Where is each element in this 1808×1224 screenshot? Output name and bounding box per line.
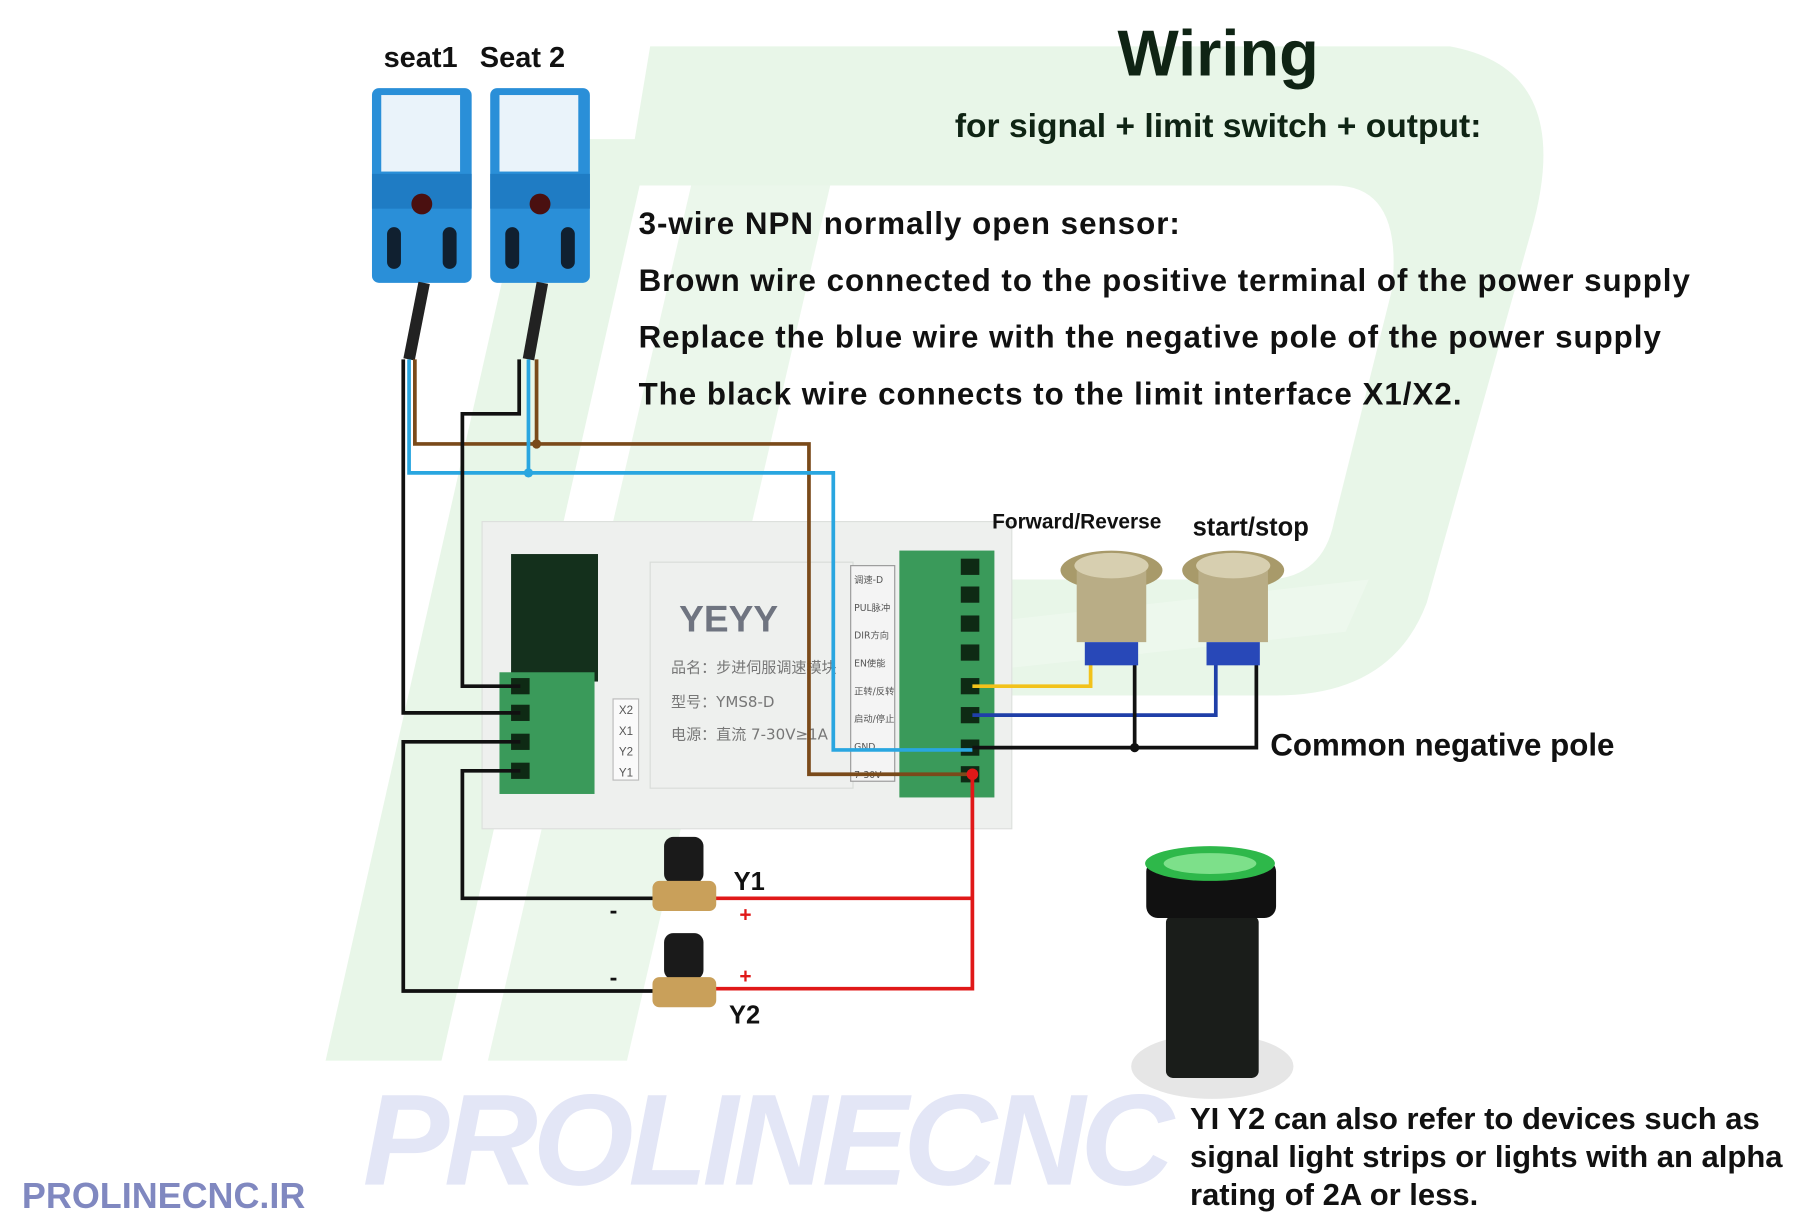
- solenoid-valve-y2: [652, 933, 717, 1008]
- forward-reverse-button: [1060, 550, 1163, 666]
- terminal-label: GND: [854, 742, 875, 753]
- valve-minus: -: [610, 964, 618, 990]
- sensor-label-seat1: seat1: [384, 42, 458, 74]
- terminal-label-y1: Y1: [619, 768, 633, 780]
- note-line: strips or lights with an alpha rating of…: [1190, 1139, 1783, 1212]
- instruction-line: Replace the blue wire with the negative …: [639, 320, 1662, 355]
- sensor-label-seat2: Seat 2: [480, 42, 565, 74]
- start-stop-button: [1182, 550, 1285, 666]
- common-negative-label: Common negative pole: [1270, 728, 1614, 763]
- right-terminal-block: [899, 550, 995, 798]
- proximity-sensor-1: [371, 88, 472, 361]
- instruction-line: The black wire connects to the limit int…: [639, 377, 1462, 412]
- controller-brand: YEYY: [679, 598, 778, 640]
- page-title: Wiring: [1117, 16, 1318, 89]
- terminal-label: DIR方向: [854, 630, 889, 642]
- valve-plus: +: [739, 965, 751, 988]
- wires: [401, 359, 1259, 993]
- terminal-label: 正转/反转: [854, 685, 894, 697]
- terminal-label-x1: X1: [619, 726, 633, 738]
- valve-plus: +: [739, 903, 751, 926]
- controller-model: 型号：YMS8-D: [671, 693, 774, 711]
- terminal-label: 启动/停止: [854, 713, 894, 725]
- controller-module: YEYY 品名：步进伺服调速模块 型号：YMS8-D 电源：直流 7-30V≥1…: [481, 521, 1013, 830]
- start-stop-label: start/stop: [1193, 514, 1309, 542]
- controller-power: 电源：直流 7-30V≥1A: [671, 726, 829, 744]
- controller-name: 品名：步进伺服调速模块: [671, 658, 837, 676]
- terminal-label: EN使能: [854, 657, 885, 669]
- terminal-label-y2: Y2: [619, 747, 633, 759]
- note-line: YI Y2 can also refer to devices such as …: [1190, 1101, 1760, 1174]
- site-url[interactable]: PROLINECNC.IR: [22, 1175, 305, 1216]
- forward-reverse-label: Forward/Reverse: [992, 511, 1161, 534]
- solenoid-valve-y1: [652, 836, 717, 912]
- valve-label-y1: Y1: [734, 868, 765, 896]
- note: YI Y2 can also refer to devices such as …: [1190, 1100, 1790, 1214]
- subtitle: for signal + limit switch + output:: [955, 108, 1482, 145]
- instruction-line: Brown wire connected to the positive ter…: [639, 263, 1691, 298]
- valve-minus: -: [610, 897, 618, 923]
- signal-light: [1131, 846, 1294, 1099]
- terminal-label: PUL脉冲: [854, 602, 890, 614]
- terminal-label-x2: X2: [619, 705, 633, 717]
- valve-label-y2: Y2: [729, 1001, 760, 1029]
- watermark-text: PROLINECNC: [363, 1067, 1177, 1213]
- terminal-label: 调速-D: [854, 575, 883, 586]
- proximity-sensor-2: [490, 88, 590, 361]
- instruction-line: 3-wire NPN normally open sensor:: [639, 206, 1180, 241]
